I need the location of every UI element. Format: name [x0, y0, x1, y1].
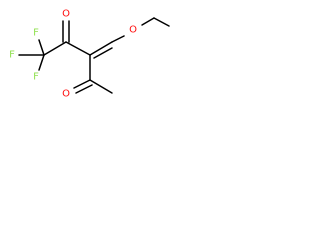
atom-label-f-top: F	[33, 28, 39, 39]
bond-oxygen-ch2	[141, 17, 155, 26]
bond-cc-double-1	[89, 41, 113, 56]
atom-label-f-left: F	[9, 50, 15, 61]
atom-label-o-upper-ketone: O	[62, 9, 70, 20]
atom-label-o-ether: O	[129, 25, 137, 36]
bond-cf3-carbonyl	[43, 41, 67, 56]
bond-group	[18, 17, 170, 94]
bond-carbonyl-central	[65, 41, 91, 56]
atom-label-f-bottom: F	[33, 72, 39, 83]
bond-cc-double-2	[93, 47, 113, 59]
atom-label-group: F F F O O O	[9, 9, 137, 100]
bond-cf3-f-bottom	[38, 54, 45, 71]
bond-lower-carbonyl-methyl	[89, 79, 113, 94]
bond-ch2-ch3	[153, 17, 170, 27]
bond-lower-co-1	[73, 79, 91, 89]
bond-vinyl-oxygen	[111, 35, 125, 43]
bond-cf3-f-top	[38, 39, 45, 56]
molecule-structure: F F F O O O	[9, 9, 170, 100]
bond-lower-co-2	[75, 84, 93, 94]
atom-label-o-lower-ketone: O	[62, 89, 70, 100]
